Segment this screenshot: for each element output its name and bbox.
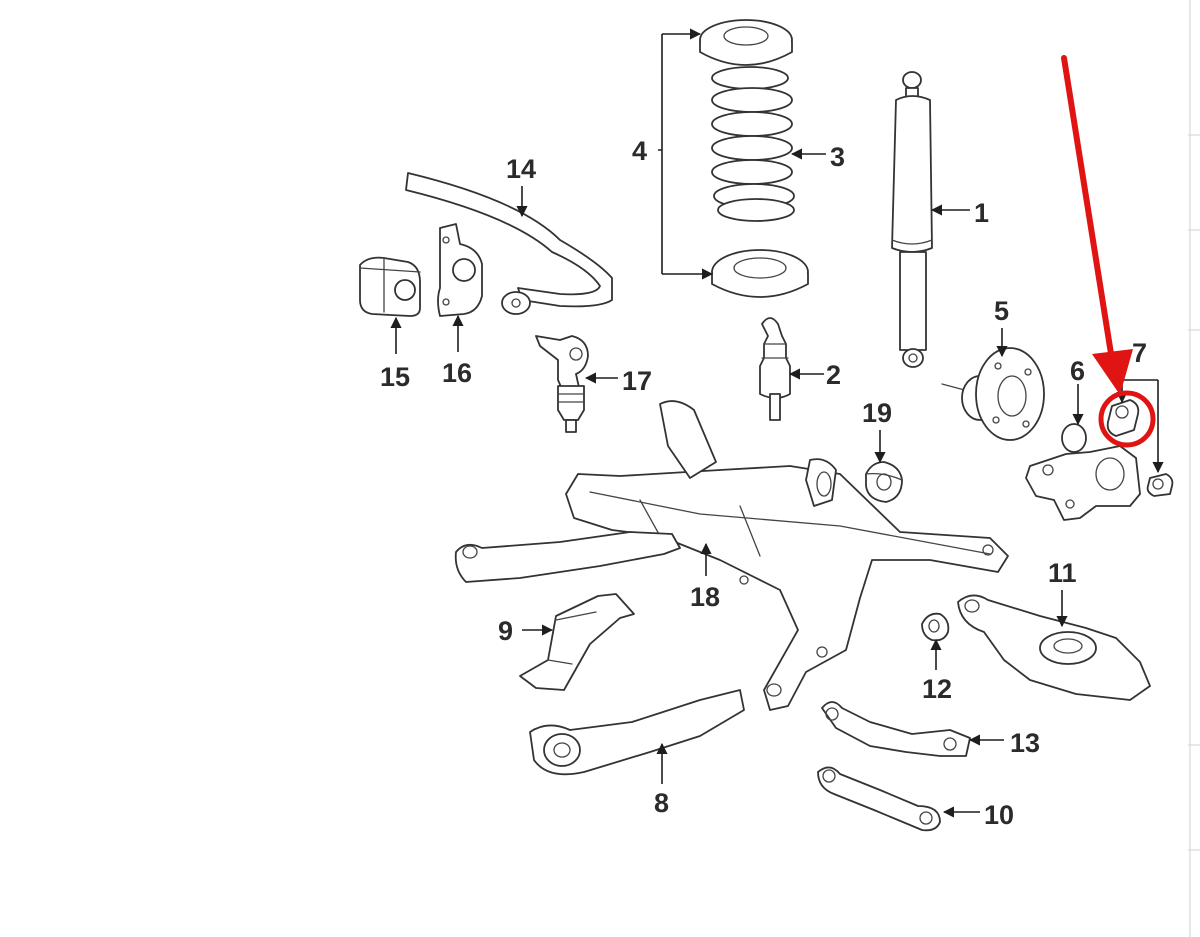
coil-spring[interactable]	[711, 66, 795, 222]
page-frame	[1188, 0, 1200, 937]
knuckle-bushing[interactable]	[1106, 399, 1174, 497]
callout-16: 16	[442, 358, 472, 388]
bump-stop[interactable]	[759, 317, 791, 421]
highlight-annotation	[1061, 55, 1156, 448]
highlight-arrow	[1061, 55, 1115, 363]
callout-9: 9	[498, 616, 513, 646]
spring-upper-insulator[interactable]	[699, 19, 793, 66]
callout-13: 13	[1010, 728, 1040, 758]
callout-labels: 1 2 3 4 5 6 7 8 9 10 11 12 13 14 15 16 1…	[380, 136, 1147, 830]
callout-7: 7	[1132, 338, 1147, 368]
callout-17: 17	[622, 366, 652, 396]
callout-6: 6	[1070, 356, 1085, 386]
reinforcement-bracket[interactable]	[519, 593, 635, 691]
callout-14: 14	[506, 154, 536, 184]
callout-18: 18	[690, 582, 720, 612]
crossmember-lateral-arm[interactable]	[454, 531, 681, 583]
callout-4: 4	[632, 136, 647, 166]
callout-10: 10	[984, 800, 1014, 830]
trailing-arm[interactable]	[529, 689, 745, 776]
control-arm-bushing[interactable]	[921, 612, 950, 642]
wheel-hub[interactable]	[941, 347, 1045, 441]
callout-3: 3	[830, 142, 845, 172]
stabilizer-bar[interactable]	[405, 172, 613, 315]
stabilizer-bushing[interactable]	[359, 256, 421, 317]
crossmember[interactable]	[565, 400, 1009, 711]
callout-11: 11	[1048, 558, 1077, 588]
upper-control-arm[interactable]	[821, 701, 971, 757]
toe-link[interactable]	[817, 766, 941, 832]
crossmember-bushing[interactable]	[865, 461, 903, 503]
callout-5: 5	[994, 296, 1009, 326]
leader-lines	[390, 28, 1164, 818]
highlight-circle	[1098, 390, 1156, 448]
lower-control-arm[interactable]	[957, 594, 1151, 701]
highlight-arrowhead	[1092, 349, 1133, 395]
callout-1: 1	[974, 198, 989, 228]
callout-12: 12	[922, 674, 952, 704]
callout-19: 19	[862, 398, 892, 428]
spring-lower-insulator[interactable]	[711, 249, 809, 298]
shock-absorber[interactable]	[891, 71, 933, 368]
callout-15: 15	[380, 362, 410, 392]
callout-8: 8	[654, 788, 669, 818]
callout-2: 2	[826, 360, 841, 390]
stabilizer-bracket[interactable]	[437, 223, 483, 317]
knuckle[interactable]	[1025, 423, 1141, 521]
stabilizer-link[interactable]	[535, 335, 589, 433]
